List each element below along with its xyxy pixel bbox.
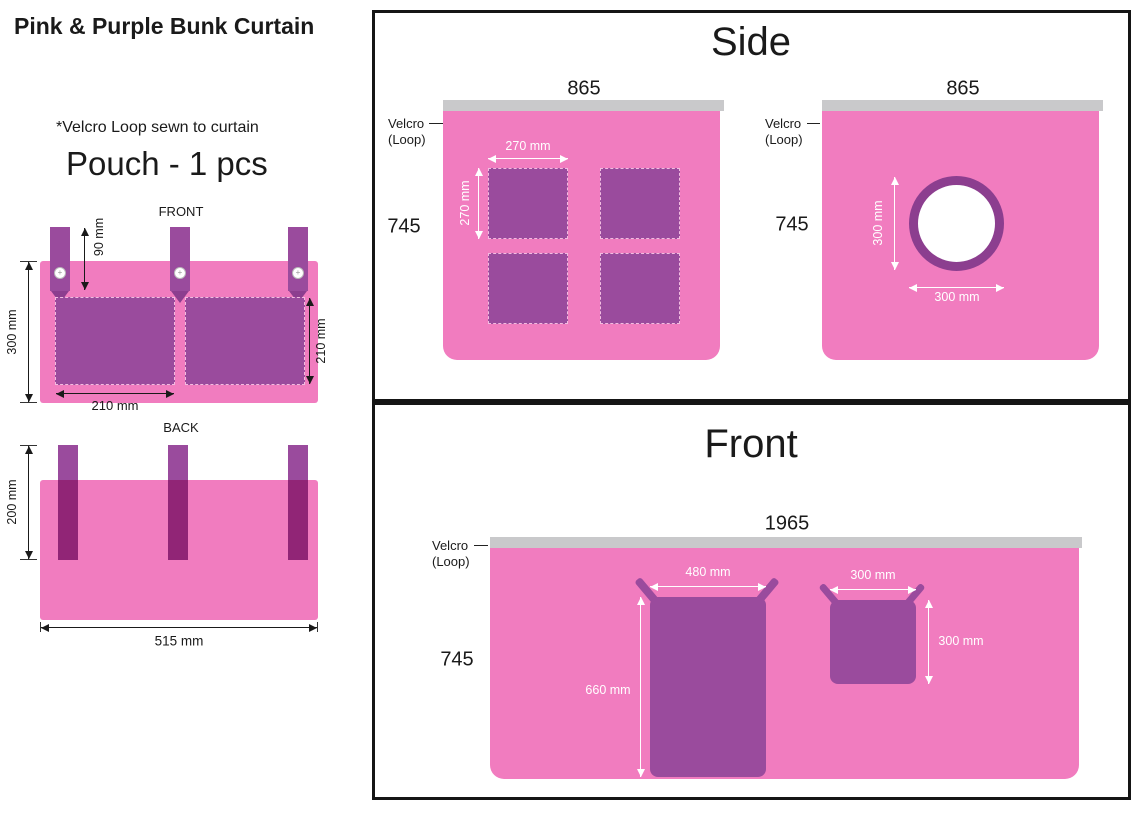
- dim-label-pocket-width: 210 mm: [91, 397, 139, 413]
- dim-line-strap-height: [80, 228, 89, 290]
- dim-line-back-strap-height: [24, 446, 33, 559]
- pouch-heading: Pouch - 1 pcs: [66, 145, 268, 182]
- dim-label-large-pocket-height: 660 mm: [585, 683, 631, 698]
- front-small-pocket: [830, 600, 916, 684]
- dim-label-pouch-width: 515 mm: [154, 633, 204, 649]
- strap-tip: [171, 291, 189, 303]
- side-left-width-label: 865: [567, 77, 601, 100]
- extension-tick: [20, 445, 37, 446]
- side-right-velcro-label: Velcro (Loop): [765, 116, 803, 148]
- dim-line-front-height: [24, 262, 33, 402]
- front-curtain: [490, 548, 1079, 779]
- dim-line-hole-height: [890, 177, 899, 270]
- side-left-velcro-strip: [443, 100, 724, 111]
- dim-line-side-pocket-width: [488, 154, 568, 163]
- front-strap: [170, 227, 190, 291]
- side-right-height-label: 745: [775, 213, 809, 236]
- front-pocket: [55, 297, 175, 385]
- dim-line-hole-width: [909, 283, 1004, 292]
- snap-button-icon: +: [54, 267, 66, 279]
- extension-tick: [20, 402, 37, 403]
- front-strap: [288, 227, 308, 291]
- dim-label-large-pocket-width: 480 mm: [685, 565, 731, 580]
- snap-button-icon: +: [292, 267, 304, 279]
- front-title: Front: [704, 422, 798, 466]
- back-strap: [58, 445, 78, 560]
- front-width-label: 1965: [764, 512, 810, 535]
- front-strap: [50, 227, 70, 291]
- front-height-label: 745: [440, 648, 474, 671]
- dim-line-pouch-width: [41, 623, 317, 632]
- dim-label-front-height: 300 mm: [5, 309, 20, 355]
- front-large-pocket: [650, 597, 766, 777]
- extension-tick: [317, 622, 318, 632]
- side-pocket: [488, 253, 568, 324]
- side-left-height-label: 745: [387, 215, 421, 238]
- side-right-velcro-strip: [822, 100, 1103, 111]
- dim-line-large-pocket-height: [636, 597, 645, 777]
- dim-line-small-pocket-height: [924, 600, 933, 684]
- side-pocket: [600, 253, 680, 324]
- velcro-note: *Velcro Loop sewn to curtain: [56, 119, 259, 136]
- side-pocket: [488, 168, 568, 239]
- front-velcro-strip: [490, 537, 1082, 548]
- dim-label-hole-width: 300 mm: [934, 290, 980, 305]
- side-pocket: [600, 168, 680, 239]
- window-hole: [909, 176, 1004, 271]
- snap-button-icon: +: [174, 267, 186, 279]
- dim-label-pocket-height: 210 mm: [314, 318, 329, 364]
- back-strap: [168, 445, 188, 560]
- velcro-pointer-line: [474, 545, 488, 546]
- velcro-pointer-line: [807, 123, 820, 124]
- dim-line-side-pocket-height: [474, 168, 483, 239]
- extension-tick: [40, 622, 41, 632]
- front-pocket: [185, 297, 305, 385]
- side-right-width-label: 865: [946, 77, 980, 100]
- page-title: Pink & Purple Bunk Curtain: [14, 13, 315, 39]
- back-strap: [288, 445, 308, 560]
- extension-tick: [20, 261, 37, 262]
- dim-label-hole-height: 300 mm: [871, 200, 886, 246]
- velcro-pointer-line: [429, 123, 443, 124]
- dim-label-back-strap-height: 200 mm: [5, 479, 20, 525]
- dim-line-large-pocket-width: [650, 582, 766, 591]
- dim-label-strap-height: 90 mm: [92, 217, 107, 257]
- side-left-velcro-label: Velcro (Loop): [388, 116, 426, 148]
- side-title: Side: [710, 20, 792, 64]
- dim-line-small-pocket-width: [830, 585, 916, 594]
- dim-line-pocket-height: [305, 298, 314, 384]
- dim-label-side-pocket-width: 270 mm: [505, 139, 551, 154]
- pouch-back-label: BACK: [163, 419, 199, 435]
- dim-label-side-pocket-height: 270 mm: [458, 180, 473, 226]
- extension-tick: [20, 559, 37, 560]
- pouch-front-label: FRONT: [158, 203, 204, 219]
- dim-line-pocket-width: [56, 389, 174, 398]
- dim-label-small-pocket-width: 300 mm: [850, 568, 896, 583]
- front-velcro-label: Velcro (Loop): [432, 538, 470, 570]
- dim-label-small-pocket-height: 300 mm: [938, 634, 984, 649]
